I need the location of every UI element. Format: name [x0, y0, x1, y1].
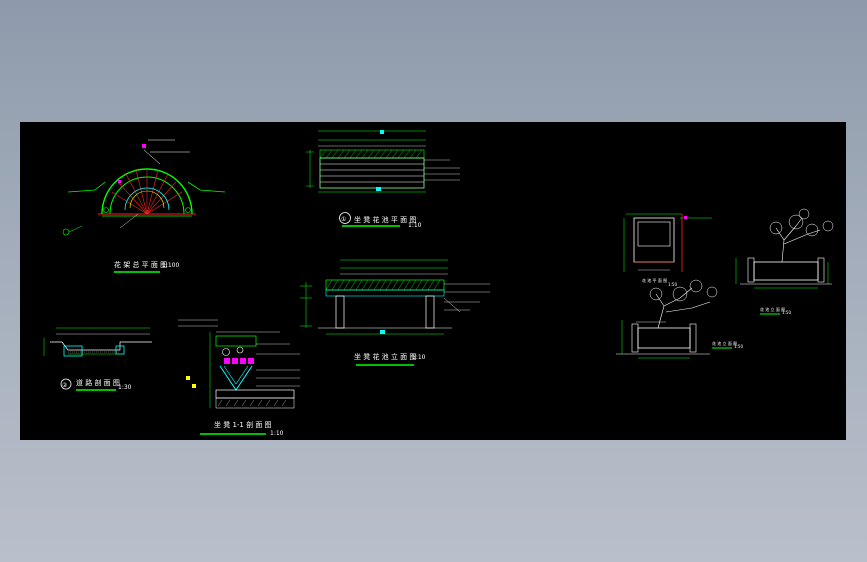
planter-plan-drawing [623, 213, 712, 272]
planter-elevation-1-drawing [735, 208, 834, 289]
arch-plan-drawing [62, 139, 226, 273]
bench-elevation-drawing [300, 259, 490, 366]
cad-drawing-canvas[interactable]: 花 架 总 平 面 图 1:100 ① 坐 凳 花 池 平 面 图 [20, 122, 846, 440]
planter-elevation-2-drawing [616, 279, 780, 359]
planter-plan-scale: 1:50 [668, 282, 677, 287]
planter-elevation-1-title: 花 池 立 面 图 [760, 306, 785, 312]
path-section-drawing [43, 327, 152, 391]
arch-plan-title: 花 架 总 平 面 图 [114, 260, 167, 269]
path-section-scale: 1:30 [118, 384, 132, 391]
bench-plan-number: ① [341, 216, 346, 223]
arch-plan-scale: 1:100 [162, 262, 179, 269]
bench-section-drawing [178, 319, 300, 435]
bench-elevation-title: 坐 凳 花 池 立 面 图 [354, 352, 416, 361]
planter-plan-title: 花 池 平 面 图 [642, 277, 667, 283]
bench-plan-title: 坐 凳 花 池 平 面 图 [354, 215, 416, 224]
planter-elevation-2-title: 花 池 立 面 图 [712, 340, 737, 346]
path-section-number: ② [62, 382, 68, 389]
bench-section-scale: 1:10 [270, 430, 284, 437]
planter-elevation-1-scale: 1:50 [782, 310, 791, 315]
path-section-title: 道 路 剖 面 图 [76, 378, 120, 387]
bench-elevation-scale: 1:10 [412, 354, 426, 361]
cad-drawing-svg: 花 架 总 平 面 图 1:100 ① 坐 凳 花 池 平 面 图 [43, 130, 834, 437]
planter-elevation-2-scale: 1:50 [734, 344, 743, 349]
bench-plan-drawing [306, 130, 460, 227]
bench-section-title: 坐 凳 1-1 剖 面 图 [214, 420, 272, 429]
bench-plan-scale: 1:10 [408, 222, 422, 229]
